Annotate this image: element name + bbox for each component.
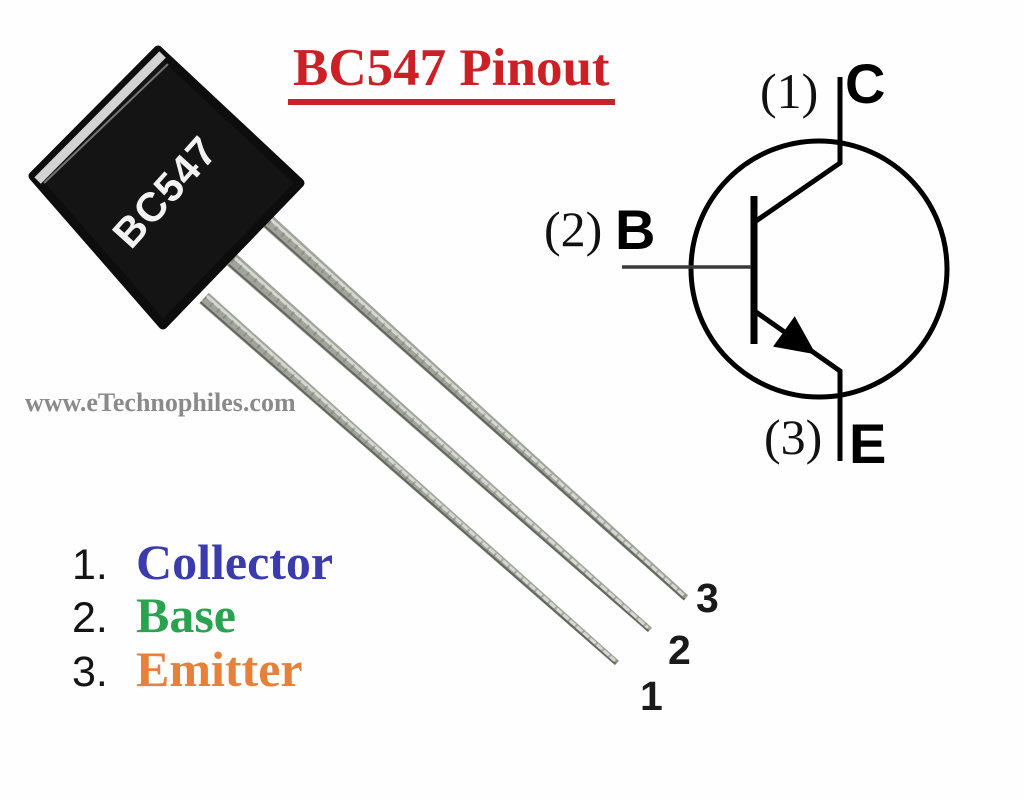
leg-number-3: 3: [696, 575, 719, 621]
leg-2-highlight: [234, 257, 649, 629]
symbol-pin3-number: (3): [764, 409, 823, 465]
symbol-pin1-number: (1): [760, 63, 819, 119]
leg-number-1: 1: [640, 673, 663, 719]
symbol-pin2-number: (2): [544, 201, 603, 257]
symbol-circle: [688, 138, 950, 400]
legend-index-2: 2.: [72, 594, 108, 642]
package-edge-shadow: [43, 63, 169, 184]
package-edge-highlight: [34, 51, 166, 184]
leg-1-highlight: [206, 295, 616, 662]
legend-index-3: 3.: [72, 648, 108, 696]
symbol-collector-lead: [754, 77, 843, 224]
symbol-collector-letter: C: [845, 52, 886, 115]
npn-symbol: [622, 77, 950, 461]
legend-row-base: 2. Base: [72, 586, 236, 644]
symbol-emitter-letter: E: [849, 412, 887, 475]
watermark: www.eTechnophiles.com: [25, 388, 296, 417]
leg-3-shade: [257, 219, 686, 601]
legend-name-collector: Collector: [136, 534, 334, 590]
leg-1-texture: [202, 296, 619, 665]
legend-row-emitter: 3. Emitter: [72, 640, 303, 698]
transistor-legs: [199, 210, 689, 666]
legend-name-emitter: Emitter: [136, 641, 303, 697]
legend-row-collector: 1. Collector: [72, 533, 333, 591]
leg-number-2: 2: [668, 627, 691, 673]
transistor-package: [28, 45, 305, 330]
leg-1-shade: [199, 301, 617, 665]
legend-index-1: 1.: [72, 541, 108, 589]
symbol-emitter-arrow-icon: [773, 316, 816, 355]
symbol-base-letter: B: [615, 198, 656, 261]
leg-2-shade: [227, 263, 650, 632]
leg-3-highlight: [264, 213, 685, 597]
legend-name-base: Base: [136, 587, 236, 643]
page-title: BC547 Pinout: [288, 42, 615, 105]
